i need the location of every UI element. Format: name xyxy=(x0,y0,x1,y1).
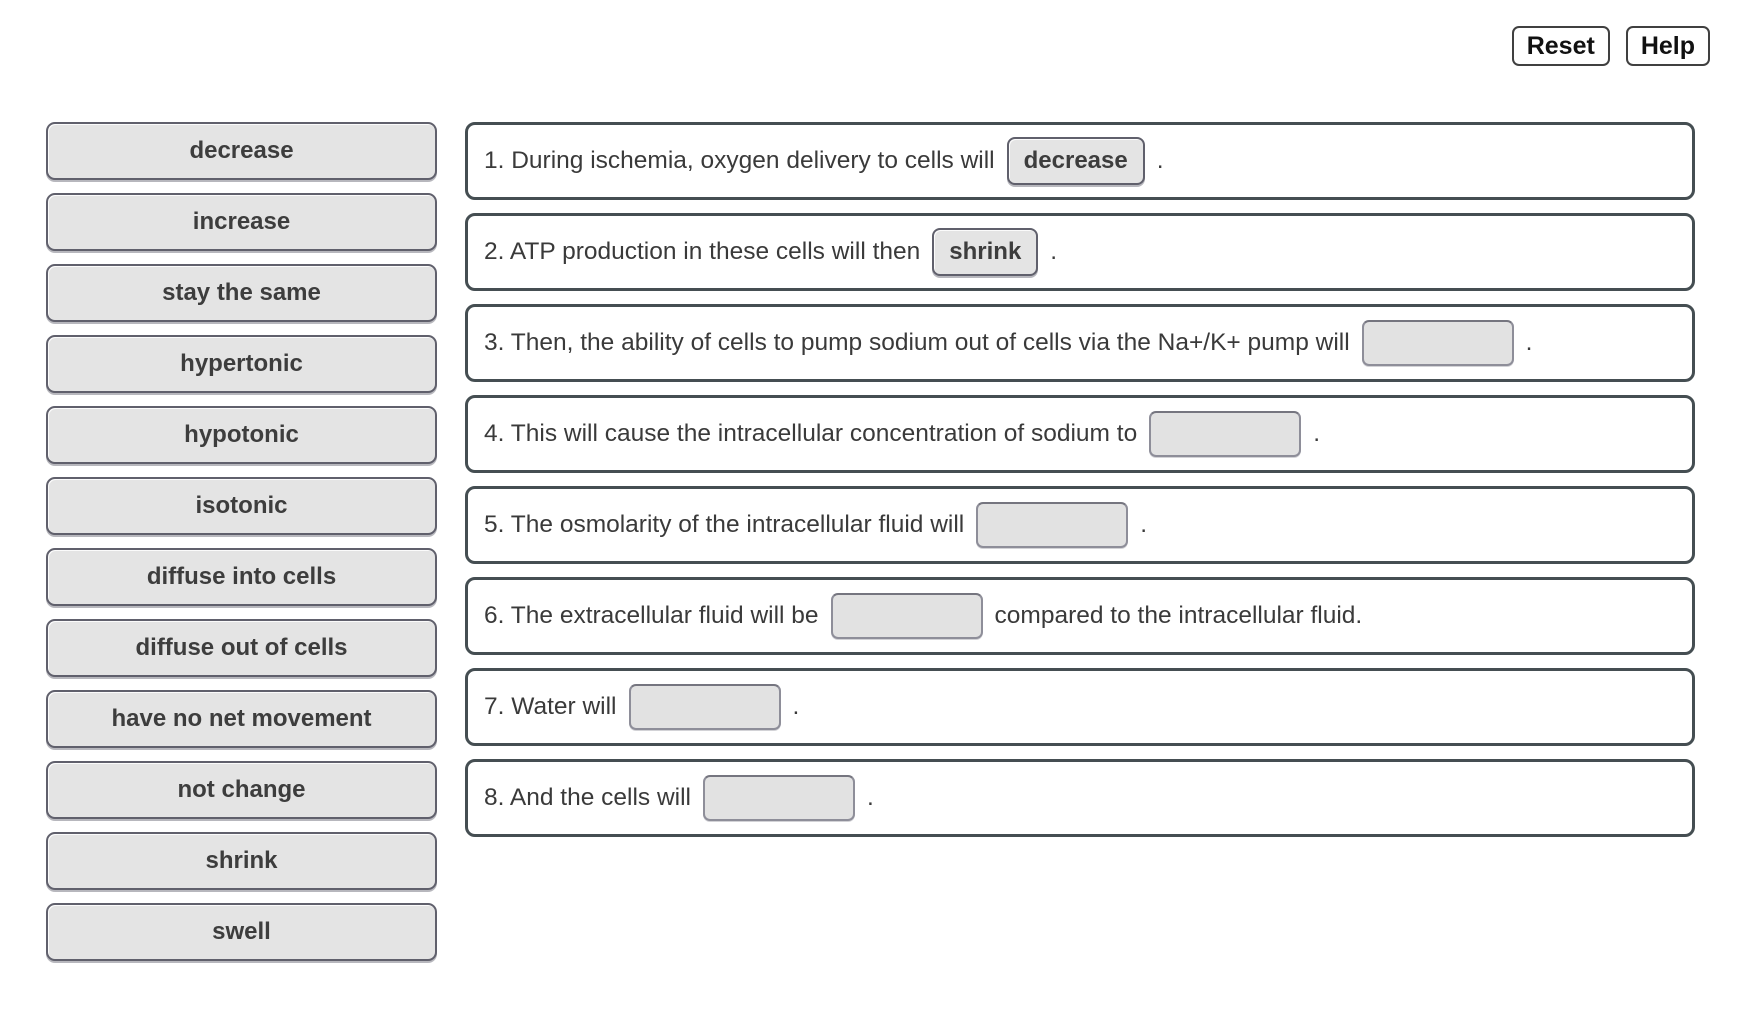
word-bank-token[interactable]: hypertonic xyxy=(46,335,437,393)
answer-blank[interactable] xyxy=(1149,411,1302,457)
word-bank-token[interactable]: diffuse out of cells xyxy=(46,619,437,677)
sentence-text-post: . xyxy=(1313,420,1321,447)
filled-token[interactable]: decrease xyxy=(1006,137,1145,185)
word-bank-token[interactable]: isotonic xyxy=(46,477,437,535)
sentence-text-post: . xyxy=(867,784,874,811)
word-bank-token[interactable]: stay the same xyxy=(46,264,437,322)
word-bank-token[interactable]: increase xyxy=(46,193,437,251)
sentence-text-post: . xyxy=(792,693,800,720)
word-bank-token[interactable]: shrink xyxy=(46,832,437,890)
sentence-box: 3. Then, the ability of cells to pump so… xyxy=(465,304,1695,382)
word-bank-token[interactable]: not change xyxy=(46,761,437,819)
sentence-text-pre: 5. The osmolarity of the intracellular f… xyxy=(484,511,965,538)
sentence-text-pre: 1. During ischemia, oxygen delivery to c… xyxy=(484,147,995,174)
answer-blank[interactable] xyxy=(830,593,983,639)
word-bank-token[interactable]: hypotonic xyxy=(46,406,437,464)
token-label: have no net movement xyxy=(111,705,372,732)
sentence-box: 6. The extracellular fluid will be compa… xyxy=(465,577,1695,655)
sentence-text-pre: 8. And the cells will xyxy=(484,784,691,811)
token-label: hypertonic xyxy=(180,350,303,377)
sentence-text-post: . xyxy=(1050,238,1058,265)
reset-button[interactable]: Reset xyxy=(1511,26,1610,66)
token-label: not change xyxy=(177,776,306,803)
sentence-list: 1. During ischemia, oxygen delivery to c… xyxy=(465,122,1695,837)
sentence-text-post: . xyxy=(1525,329,1533,356)
token-label: hypotonic xyxy=(184,421,299,448)
sentence-text-pre: 6. The extracellular fluid will be xyxy=(484,602,819,629)
sentence-text-post: . xyxy=(1156,147,1164,174)
sentence-box: 2. ATP production in these cells will th… xyxy=(465,213,1695,291)
word-bank-token[interactable]: diffuse into cells xyxy=(46,548,437,606)
token-label: increase xyxy=(192,208,291,235)
token-label: shrink xyxy=(205,847,278,874)
sentence-text-pre: 3. Then, the ability of cells to pump so… xyxy=(484,329,1350,356)
answer-blank[interactable] xyxy=(628,684,781,730)
sentence-text-post: . xyxy=(1140,511,1148,538)
token-label: isotonic xyxy=(195,492,288,519)
sentence-box: 5. The osmolarity of the intracellular f… xyxy=(465,486,1695,564)
sentence-text-pre: 2. ATP production in these cells will th… xyxy=(484,238,921,265)
token-label: diffuse into cells xyxy=(146,563,337,590)
drag-drop-exercise: decrease increase stay the same hyperton… xyxy=(46,122,1695,961)
sentence-box: 8. And the cells will . xyxy=(465,759,1695,837)
answer-blank[interactable] xyxy=(1361,320,1514,366)
help-button[interactable]: Help xyxy=(1625,26,1710,66)
answer-blank[interactable] xyxy=(703,775,855,821)
word-bank-token[interactable]: have no net movement xyxy=(46,690,437,748)
sentence-text-pre: 4. This will cause the intracellular con… xyxy=(484,420,1138,447)
filled-token[interactable]: shrink xyxy=(932,228,1039,276)
sentence-text-post: compared to the intracellular fluid. xyxy=(994,602,1363,629)
token-label: diffuse out of cells xyxy=(135,634,348,661)
sentence-box: 4. This will cause the intracellular con… xyxy=(465,395,1695,473)
word-bank-token[interactable]: swell xyxy=(46,903,437,961)
sentence-box: 1. During ischemia, oxygen delivery to c… xyxy=(465,122,1695,200)
token-label: stay the same xyxy=(162,279,321,306)
answer-blank[interactable] xyxy=(976,502,1129,548)
token-label: swell xyxy=(212,918,271,945)
toolbar: Reset Help xyxy=(1511,26,1710,66)
sentence-text-pre: 7. Water will xyxy=(484,693,617,720)
word-bank: decrease increase stay the same hyperton… xyxy=(46,122,437,961)
sentence-box: 7. Water will . xyxy=(465,668,1695,746)
word-bank-token[interactable]: decrease xyxy=(46,122,437,180)
token-label: decrease xyxy=(189,137,294,164)
